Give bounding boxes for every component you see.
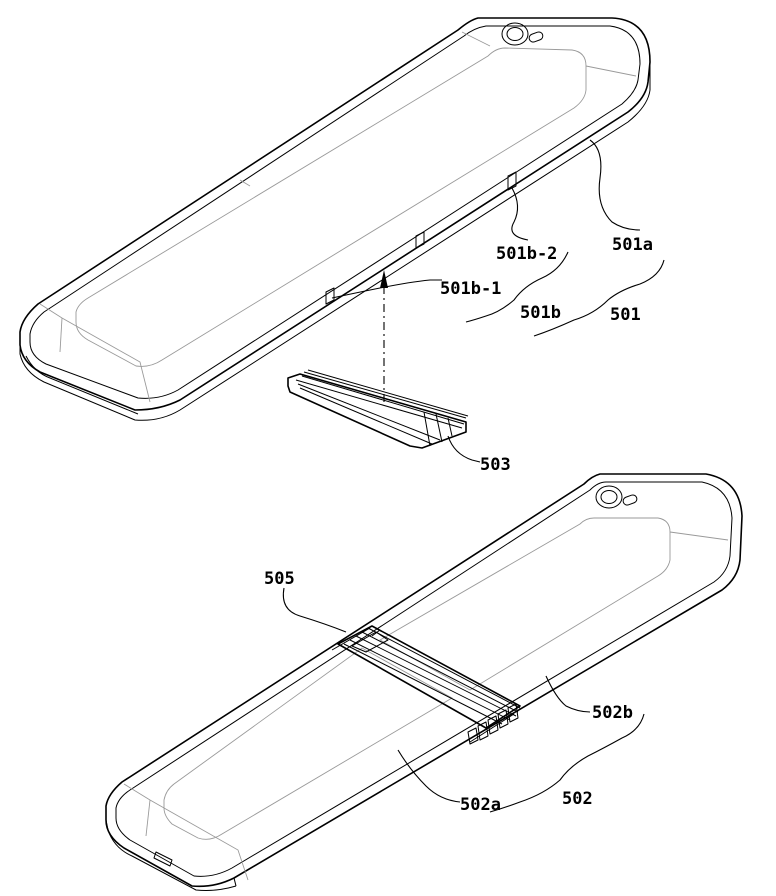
housing-501 bbox=[19, 17, 651, 421]
label-501b: 501b bbox=[520, 303, 561, 323]
leader-lines bbox=[282, 139, 665, 813]
label-502a: 502a bbox=[460, 795, 501, 815]
connector-503 bbox=[287, 369, 469, 449]
housing-502 bbox=[105, 473, 743, 891]
label-501: 501 bbox=[610, 305, 641, 325]
reference-labels: 501a 501b-2 501b-1 501b 501 503 505 502b… bbox=[264, 235, 653, 815]
label-501b-2: 501b-2 bbox=[496, 244, 557, 264]
label-502: 502 bbox=[562, 789, 593, 809]
connector-505 bbox=[337, 625, 521, 745]
label-502b: 502b bbox=[592, 703, 633, 723]
label-505: 505 bbox=[264, 569, 295, 589]
label-503: 503 bbox=[480, 455, 511, 475]
label-501a: 501a bbox=[612, 235, 653, 255]
label-501b-1: 501b-1 bbox=[440, 279, 501, 299]
assembly-arrow bbox=[380, 270, 388, 402]
